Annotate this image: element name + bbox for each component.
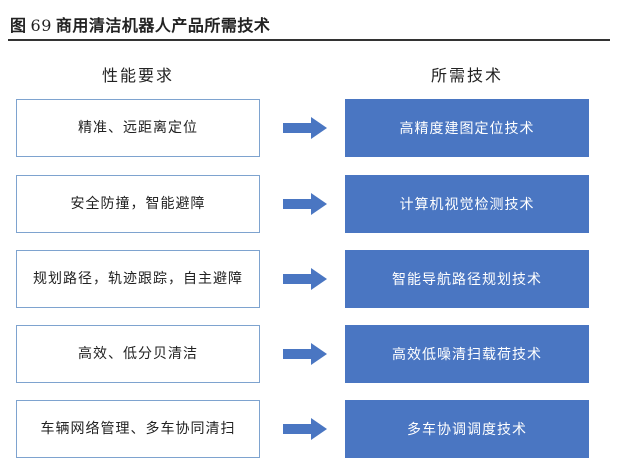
requirement-box: 车辆网络管理、多车协同清扫 bbox=[16, 400, 260, 458]
requirement-box: 精准、远距离定位 bbox=[16, 99, 260, 157]
figure-title-text: 商用清洁机器人产品所需技术 bbox=[55, 16, 271, 35]
right-arrow-icon bbox=[283, 193, 327, 215]
header-requirements: 性能要求 bbox=[101, 66, 174, 85]
figure-number: 69 bbox=[30, 16, 52, 35]
row-5: 车辆网络管理、多车协同清扫 多车协调调度技术 bbox=[0, 400, 618, 460]
technology-box: 高效低噪清扫载荷技术 bbox=[345, 325, 589, 383]
right-arrow-icon bbox=[283, 343, 327, 365]
requirement-box: 规划路径，轨迹跟踪，自主避障 bbox=[16, 250, 260, 308]
right-arrow-icon bbox=[283, 418, 327, 440]
row-4: 高效、低分贝清洁 高效低噪清扫载荷技术 bbox=[0, 325, 618, 385]
row-2: 安全防撞，智能避障 计算机视觉检测技术 bbox=[0, 175, 618, 235]
right-arrow-icon bbox=[283, 117, 327, 139]
title-rule bbox=[8, 39, 610, 41]
figure-label: 图 bbox=[10, 16, 27, 35]
row-3: 规划路径，轨迹跟踪，自主避障 智能导航路径规划技术 bbox=[0, 250, 618, 310]
requirement-box: 高效、低分贝清洁 bbox=[16, 325, 260, 383]
technology-box: 智能导航路径规划技术 bbox=[345, 250, 589, 308]
requirement-box: 安全防撞，智能避障 bbox=[16, 175, 260, 233]
technology-box: 计算机视觉检测技术 bbox=[345, 175, 589, 233]
right-arrow-icon bbox=[283, 268, 327, 290]
technology-box: 多车协调调度技术 bbox=[345, 400, 589, 458]
header-technologies: 所需技术 bbox=[430, 66, 503, 85]
row-1: 精准、远距离定位 高精度建图定位技术 bbox=[0, 99, 618, 159]
technology-box: 高精度建图定位技术 bbox=[345, 99, 589, 157]
